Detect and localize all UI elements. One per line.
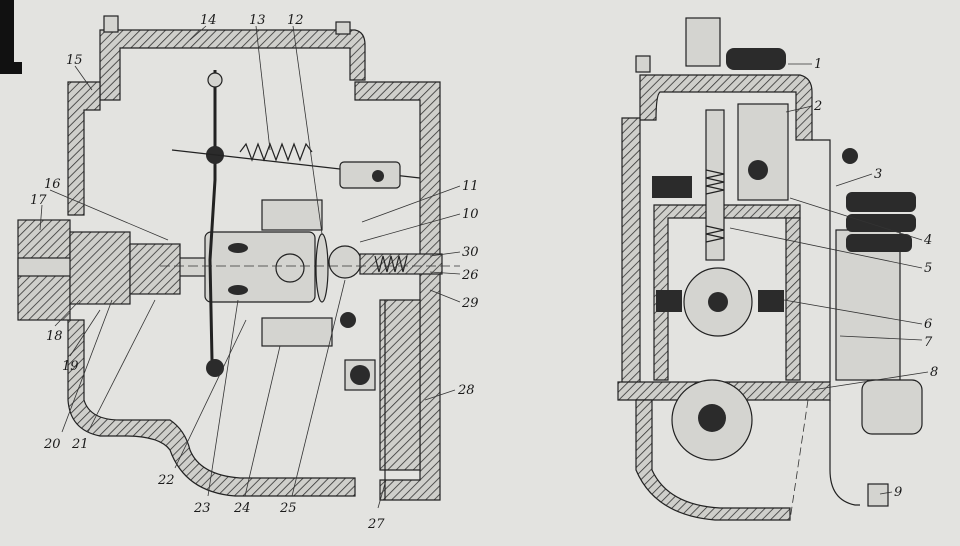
outer-housing — [639, 74, 813, 141]
top-bolt — [635, 55, 651, 73]
top-cap — [726, 48, 786, 70]
label-3: 3 — [874, 167, 882, 182]
sleeve-port-top — [228, 243, 248, 253]
lever-top-pin — [207, 72, 223, 88]
top-connector — [685, 17, 721, 67]
label-19: 19 — [62, 359, 79, 374]
left-wall — [67, 81, 101, 216]
label-23: 23 — [193, 501, 211, 516]
lower-housing — [635, 399, 791, 521]
lever — [208, 70, 217, 361]
inner-frame — [653, 204, 801, 381]
label-9: 9 — [894, 485, 902, 500]
spring — [239, 142, 313, 162]
left-labels: 14 13 12 15 16 17 11 10 30 26 29 18 19 2… — [30, 13, 479, 532]
eccentric-lower — [340, 312, 356, 328]
cam-block-left — [656, 290, 682, 312]
label-15: 15 — [66, 53, 83, 68]
label-11: 11 — [462, 179, 479, 194]
label-6: 6 — [924, 317, 932, 332]
dashed-guide — [789, 399, 809, 521]
sleeve-port-bottom — [228, 285, 248, 295]
gear-stack-2 — [846, 214, 916, 232]
label-18: 18 — [46, 329, 63, 344]
left-leaders — [39, 25, 461, 509]
label-12: 12 — [287, 13, 304, 28]
label-28: 28 — [457, 383, 475, 398]
right-labels: 1 2 3 4 5 6 7 8 9 — [813, 57, 938, 500]
gear-stack-3 — [846, 234, 912, 252]
gear-stack-1 — [846, 192, 916, 212]
side-bracket — [652, 176, 692, 198]
label-30: 30 — [462, 245, 479, 260]
label-20: 20 — [43, 437, 61, 452]
side-knob — [842, 148, 858, 164]
lower-gear-nut — [698, 404, 726, 432]
plunger-rod — [705, 109, 725, 261]
label-10: 10 — [462, 207, 479, 222]
cam-center — [708, 292, 728, 312]
lower-spring-right — [705, 225, 725, 243]
gear-nut — [350, 365, 370, 385]
label-29: 29 — [461, 296, 479, 311]
label-17: 17 — [30, 193, 47, 208]
label-2: 2 — [813, 99, 822, 114]
label-5: 5 — [924, 261, 932, 276]
upper-pin — [748, 160, 768, 180]
left-section-view — [17, 15, 460, 501]
right-leaders — [729, 63, 929, 495]
top-bolt-right — [335, 21, 351, 35]
label-13: 13 — [249, 13, 266, 28]
inner-frame-right — [785, 217, 801, 381]
ball-bearing — [275, 253, 305, 283]
disc — [315, 233, 329, 303]
block-lower — [261, 317, 333, 347]
label-22: 22 — [157, 473, 175, 488]
corner-mark — [0, 0, 14, 66]
label-21: 21 — [71, 437, 89, 452]
right-outline — [812, 139, 860, 506]
label-7: 7 — [924, 335, 933, 350]
label-24: 24 — [233, 501, 251, 516]
label-8: 8 — [930, 365, 938, 380]
label-1: 1 — [814, 57, 822, 72]
plunger-spring — [374, 255, 408, 273]
corner-bar — [0, 62, 22, 74]
lever-bottom-pin — [206, 359, 224, 377]
right-section-view — [617, 17, 923, 521]
label-26: 26 — [461, 268, 479, 283]
plunger-spring-right — [705, 169, 725, 195]
spring-block — [339, 161, 401, 189]
label-25: 25 — [279, 501, 297, 516]
eccentric — [328, 245, 362, 279]
side-nut — [861, 379, 923, 435]
side-tube — [835, 229, 901, 381]
spring-block-pin — [372, 170, 384, 182]
bushing — [129, 243, 181, 295]
left-wall-lower — [67, 319, 356, 497]
upper-block — [737, 103, 789, 201]
cam-block-right — [758, 290, 784, 312]
bottom-bolt — [867, 483, 889, 507]
shaft-collar — [69, 231, 131, 305]
outer-left-wall — [621, 117, 641, 396]
label-27: 27 — [367, 517, 385, 532]
right-block — [379, 299, 421, 471]
right-housing — [354, 81, 441, 501]
label-16: 16 — [44, 177, 61, 192]
label-4: 4 — [923, 233, 932, 248]
top-bolt-left — [103, 15, 119, 33]
label-14: 14 — [200, 13, 217, 28]
block-upper — [261, 199, 323, 231]
top-cover — [99, 29, 366, 101]
